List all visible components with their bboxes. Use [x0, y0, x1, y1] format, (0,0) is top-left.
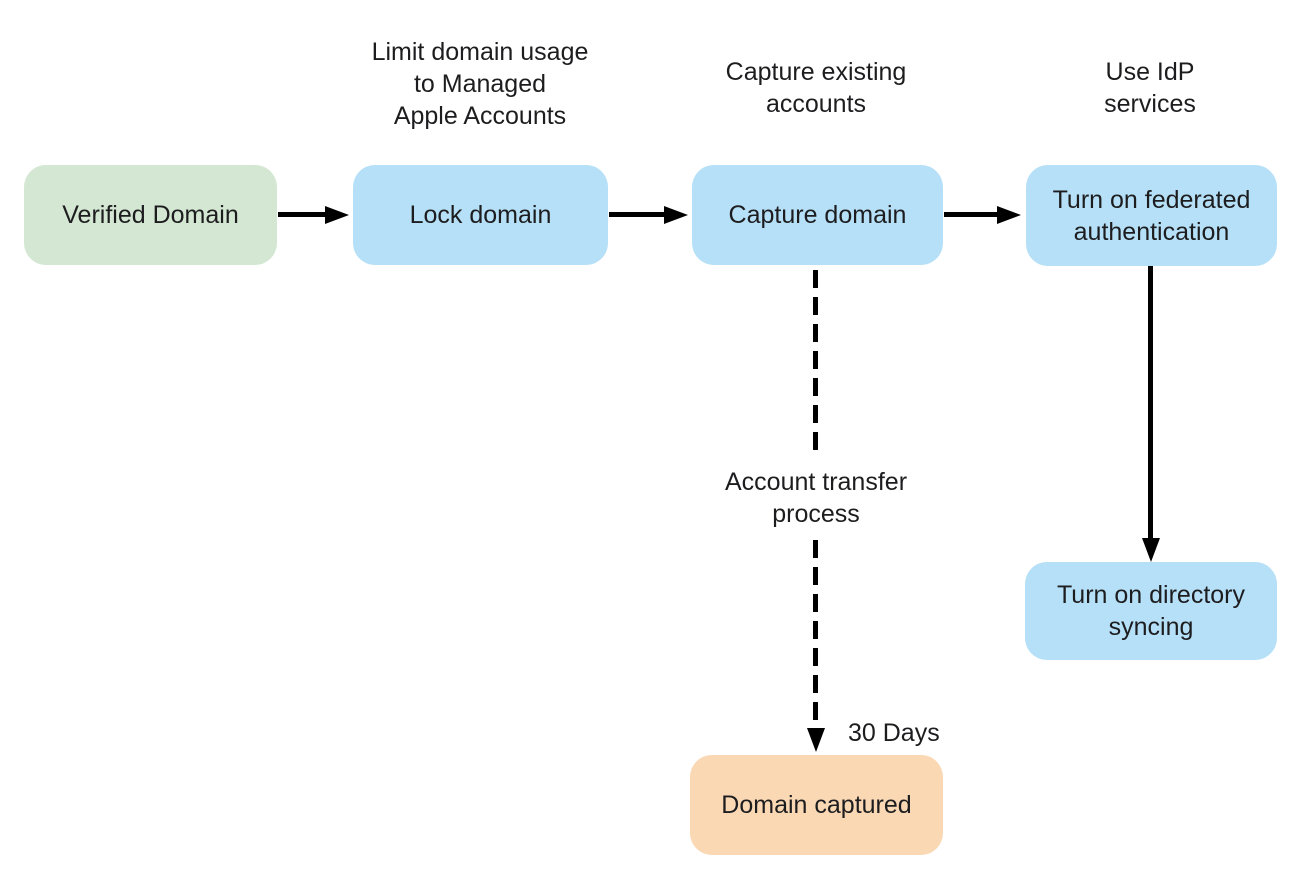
arrow-verified-to-lock-line	[278, 212, 326, 217]
node-capture-domain: Capture domain	[692, 165, 943, 265]
annotation-use-idp-services: Use IdP services	[1104, 58, 1196, 118]
node-lock-domain: Lock domain	[353, 165, 608, 265]
dashed-arrow-capture-to-captured-segment-2	[813, 540, 818, 728]
arrow-capture-to-federated-head	[997, 206, 1021, 224]
node-turn-on-directory-syncing: Turn on directory syncing	[1025, 562, 1277, 660]
annotation-30-days: 30 Days	[848, 719, 940, 747]
dashed-arrow-capture-to-captured-segment-1	[813, 270, 818, 456]
arrow-federated-to-directory-head	[1142, 538, 1160, 562]
node-verified-domain: Verified Domain	[24, 165, 277, 265]
arrow-lock-to-capture-line	[609, 212, 665, 217]
node-domain-captured: Domain captured	[690, 755, 943, 855]
annotation-limit-domain-usage: Limit domain usage to Managed Apple Acco…	[371, 38, 589, 130]
arrow-federated-to-directory-line	[1148, 266, 1153, 538]
annotation-account-transfer-process: Account transfer process	[724, 468, 908, 528]
arrow-lock-to-capture-head	[664, 206, 688, 224]
annotation-capture-existing-accounts: Capture existing accounts	[725, 58, 907, 118]
node-turn-on-federated-authentication: Turn on federated authentication	[1026, 165, 1277, 266]
dashed-arrow-capture-to-captured-head	[807, 728, 825, 752]
arrow-capture-to-federated-line	[944, 212, 998, 217]
arrow-verified-to-lock-head	[325, 206, 349, 224]
